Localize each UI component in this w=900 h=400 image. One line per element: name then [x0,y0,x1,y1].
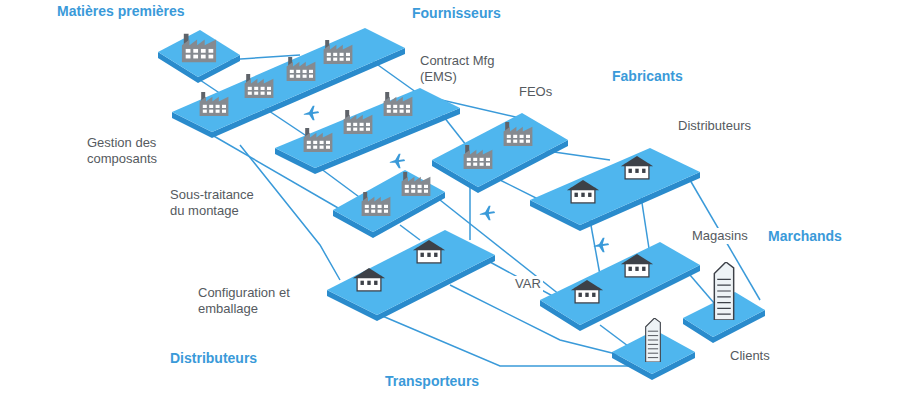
planes-part [480,206,495,220]
network-lines-part [490,262,560,300]
factories-part [287,57,316,81]
category-label: Marchands [766,228,844,246]
platforms [158,28,765,380]
stage-label: FEOs [517,84,554,100]
factories-part [504,122,533,146]
factories-part [200,92,229,116]
platforms-part [432,113,568,187]
platforms-part [275,88,460,168]
buildings-part [646,318,661,362]
platforms-part [530,148,700,225]
factories-part [182,34,216,63]
factories-part [324,40,353,64]
factories-part [384,92,413,116]
planes-part [390,154,405,168]
stage-label: Sous-traitance du montage [168,187,272,220]
warehouses-part [353,268,385,291]
factories-part [304,128,333,152]
platforms-part [327,230,495,315]
warehouses-part [567,180,599,203]
planes-part [304,106,319,120]
factories-part [362,192,391,216]
factories-part [402,172,431,196]
buildings-part [714,262,733,320]
factories-part [245,74,274,98]
stage-label: Magasins [690,228,750,244]
stage-label: VAR [513,276,543,292]
category-label: Distributeurs [168,350,259,368]
category-label: Fournisseurs [410,5,503,23]
network-lines-part [400,225,420,240]
stage-label: Gestion des composants [85,135,179,168]
stage-label: Configuration et emballage [196,285,296,318]
platforms-part [333,170,445,232]
network-lines-part [590,220,600,275]
warehouses-part [621,156,653,179]
planes-part [594,238,609,252]
platforms-part [540,242,700,325]
buildings [646,262,734,362]
warehouses-part [571,280,603,303]
warehouses-part [413,240,445,263]
stage-label: Clients [728,348,772,364]
warehouses [353,156,653,303]
category-label: Transporteurs [383,373,481,391]
factories-part [344,110,373,134]
planes [304,106,609,252]
category-label: Fabricants [610,68,685,86]
stage-label: Distributeurs [676,118,753,134]
network-lines-part [469,185,471,240]
stage-label: Contract Mfg (EMS) [418,53,510,86]
category-label: Matières premières [55,3,187,21]
warehouses-part [621,254,653,277]
factories-part [464,145,493,169]
platforms-part [158,30,240,77]
